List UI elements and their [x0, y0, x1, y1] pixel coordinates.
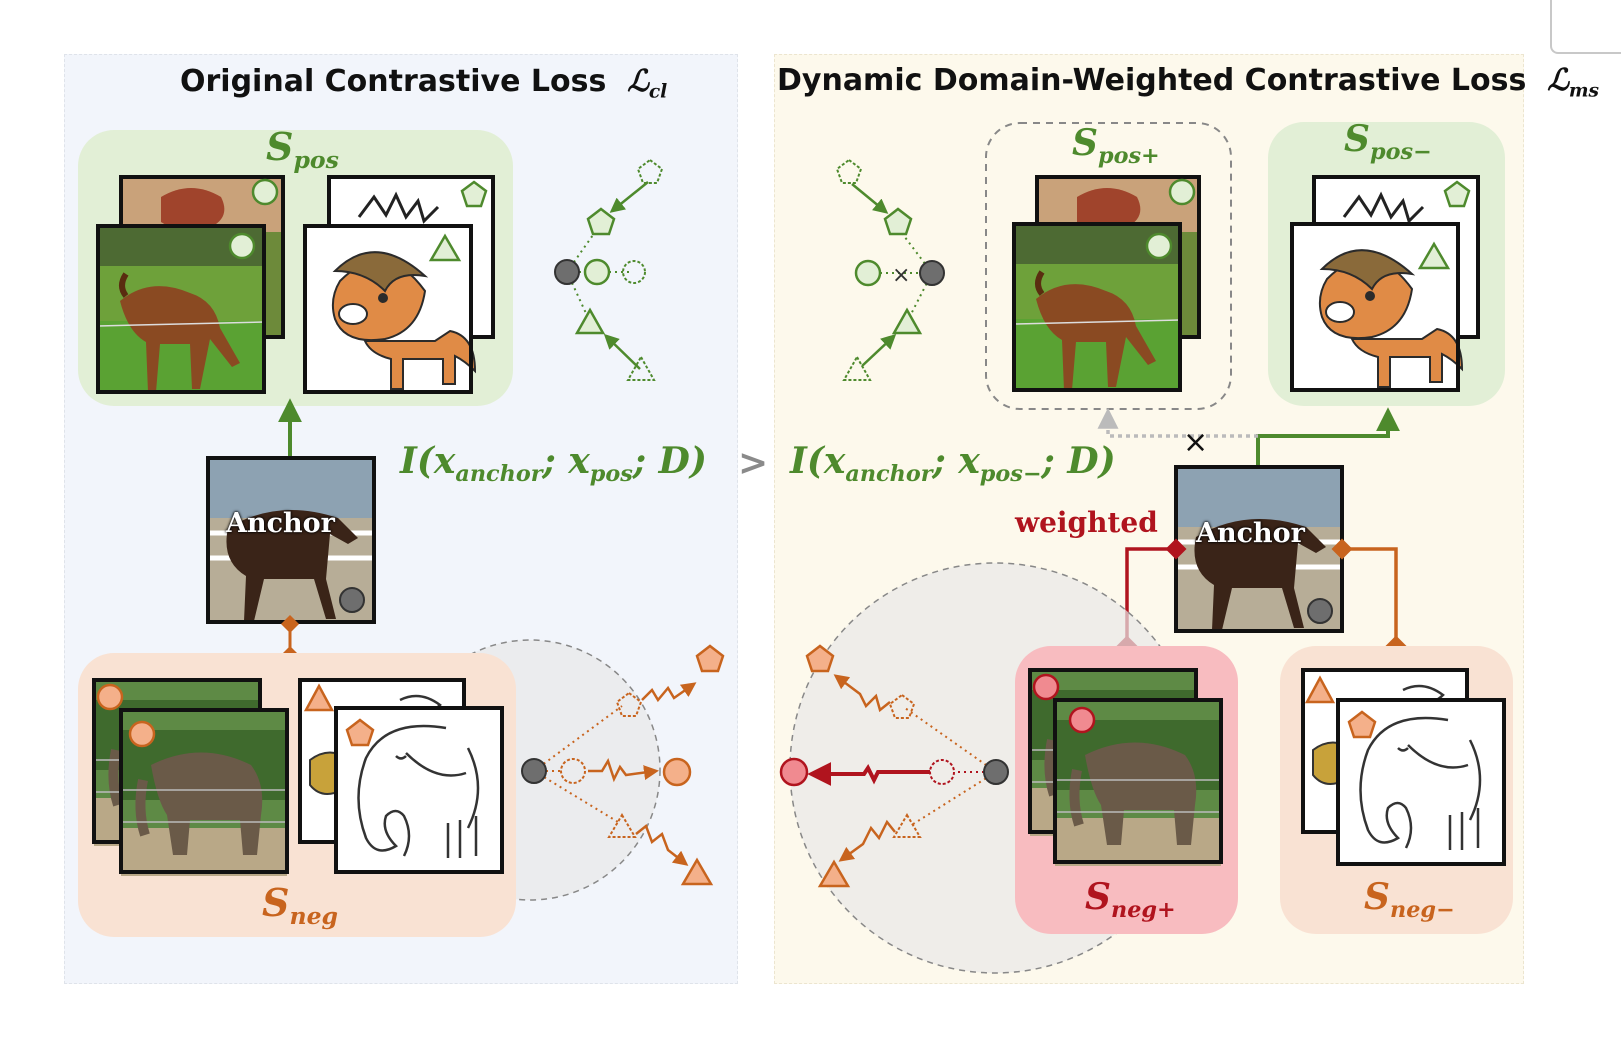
left-loss-symbol: ℒcl [627, 64, 668, 103]
circle-icon [560, 758, 586, 784]
horse-cartoon-thumb [303, 224, 476, 394]
circle-icon [583, 258, 611, 286]
anchor-node [521, 758, 547, 784]
anchor-node-icon [339, 587, 365, 613]
anchor-node [554, 259, 580, 285]
triangle-icon [680, 857, 714, 886]
pentagon-icon [1347, 710, 1377, 739]
horse-photo-thumb [1014, 224, 1180, 390]
mi-comparison-operator: > [738, 442, 769, 484]
pentagon-icon [345, 718, 375, 747]
triangle-icon [892, 813, 922, 838]
cross-icon: × [892, 263, 910, 288]
anchor-to-pos-plus-blocked [1097, 407, 1258, 438]
anchor-node [983, 759, 1009, 785]
triangle-icon [842, 354, 872, 381]
pos-embedding-graph-right: × [835, 158, 945, 381]
triangle-icon [1304, 675, 1336, 704]
pentagon-icon [888, 693, 916, 719]
weighted-label: weighted [1015, 506, 1158, 539]
right-loss-symbol: ℒms [1547, 63, 1599, 102]
pentagon-icon [460, 180, 488, 208]
neg-set-label: Sneg [262, 880, 339, 931]
elephant-photo-thumb [1055, 700, 1221, 866]
right-panel-title: Dynamic Domain-Weighted Contrastive Loss… [777, 63, 1599, 102]
anchor-label-left: Anchor [226, 508, 335, 539]
pentagon-icon [805, 644, 835, 673]
circle-icon [854, 259, 882, 287]
pentagon-icon [883, 207, 913, 236]
neg-embedding-graph-right [779, 644, 1009, 888]
mi-formula-left: I(xanchor; xpos; D) [400, 440, 707, 487]
pos-minus-set-label: Spos− [1344, 118, 1432, 165]
elephant-sketch-thumb [1336, 698, 1506, 868]
horse-cartoon-thumb [1290, 222, 1463, 392]
anchor-to-pos-minus-arrow [1256, 407, 1400, 466]
pentagon-icon [1443, 180, 1471, 208]
triangle-icon [607, 813, 637, 838]
mi-formula-right: I(xanchor; xpos−; D) [790, 440, 1116, 487]
elephant-photo-thumb [121, 710, 287, 876]
neg-plus-set-label: Sneg+ [1085, 876, 1176, 923]
pentagon-icon [835, 158, 863, 184]
anchor-label-right: Anchor [1196, 518, 1305, 549]
pos-embedding-graph-left [554, 158, 664, 381]
triangle-icon [303, 683, 335, 712]
pentagon-icon [586, 207, 616, 236]
triangle-icon [574, 307, 606, 335]
circle-icon [929, 759, 955, 785]
triangle-icon [891, 307, 923, 335]
pentagon-icon [636, 158, 664, 184]
circle-icon [128, 720, 156, 748]
anchor-node-icon [1307, 598, 1333, 624]
circle-icon [662, 757, 692, 787]
circle-icon [96, 683, 124, 711]
left-title-text: Original Contrastive Loss [180, 64, 607, 99]
pentagon-icon [615, 691, 643, 717]
anchor-to-neg-minus-link [1331, 538, 1407, 657]
circle-icon [228, 232, 256, 260]
right-title-text: Dynamic Domain-Weighted Contrastive Loss [777, 63, 1527, 98]
pentagon-icon [695, 644, 725, 673]
triangle-icon [626, 354, 656, 381]
left-panel-title: Original Contrastive Loss ℒcl [180, 64, 667, 103]
horse-photo-thumb [98, 226, 264, 392]
circle-icon [622, 260, 646, 284]
pos-set-label: Spos [266, 124, 339, 175]
circle-icon [1168, 178, 1196, 206]
cross-icon: × [1183, 425, 1208, 460]
circle-icon [779, 757, 809, 787]
window-corner [1550, 0, 1621, 54]
triangle-icon [428, 233, 462, 262]
neg-embedding-graph-left [521, 644, 725, 886]
elephant-sketch-thumb [334, 706, 504, 876]
neg-minus-set-label: Sneg− [1364, 876, 1455, 923]
circle-icon [1032, 673, 1060, 701]
circle-icon [251, 178, 279, 206]
circle-icon [1068, 706, 1096, 734]
triangle-icon [817, 859, 851, 888]
pos-plus-set-label: Spos+ [1072, 122, 1160, 169]
anchor-node [919, 260, 945, 286]
triangle-icon [1417, 241, 1451, 270]
circle-icon [1145, 232, 1173, 260]
